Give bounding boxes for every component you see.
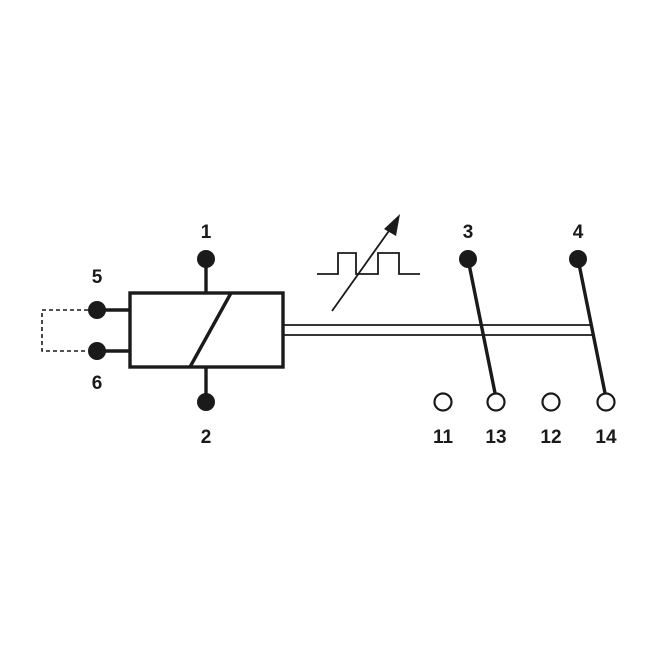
terminal-2-label: 2 [201,427,212,448]
contact-set-4: 4 12 14 [540,222,617,448]
terminal-6: 6 [88,342,130,394]
terminal-11-ring [433,392,453,412]
contact-set-3: 3 11 13 [433,222,507,448]
adjust-arrow-shaft [331,227,392,312]
adjustable-pulse-icon [317,214,420,312]
relay-coil [128,291,285,369]
terminal-12-ring [541,392,561,412]
terminal-1-dot [197,250,215,268]
pulse-waveform [317,252,420,275]
terminal-4-dot [569,250,587,268]
contact-blade-3 [466,258,497,394]
terminal-13-ring [486,392,506,412]
terminal-14-ring [596,392,616,412]
terminal-6-dot [88,342,106,360]
terminal-5-label: 5 [92,267,103,288]
bridge-5-6-dashed [41,309,88,352]
terminal-2: 2 [197,367,215,448]
terminal-3-dot [459,250,477,268]
terminal-4-label: 4 [573,222,584,243]
terminal-3-label: 3 [463,222,474,243]
terminal-5-dot [88,301,106,319]
mechanical-linkage [283,324,592,336]
terminal-1: 1 [197,222,215,293]
terminal-11-label: 11 [433,427,454,448]
contact-blade-4 [576,258,607,394]
coil-box [128,291,285,369]
terminal-1-label: 1 [201,222,212,243]
terminal-6-label: 6 [92,373,103,394]
coil-slash [188,292,233,368]
terminal-14-label: 14 [595,427,617,448]
adjust-arrow-head [384,214,400,236]
terminal-2-dot [197,393,215,411]
terminal-13-label: 13 [485,427,506,448]
terminal-5: 5 [88,267,130,319]
terminal-12-label: 12 [540,427,561,448]
